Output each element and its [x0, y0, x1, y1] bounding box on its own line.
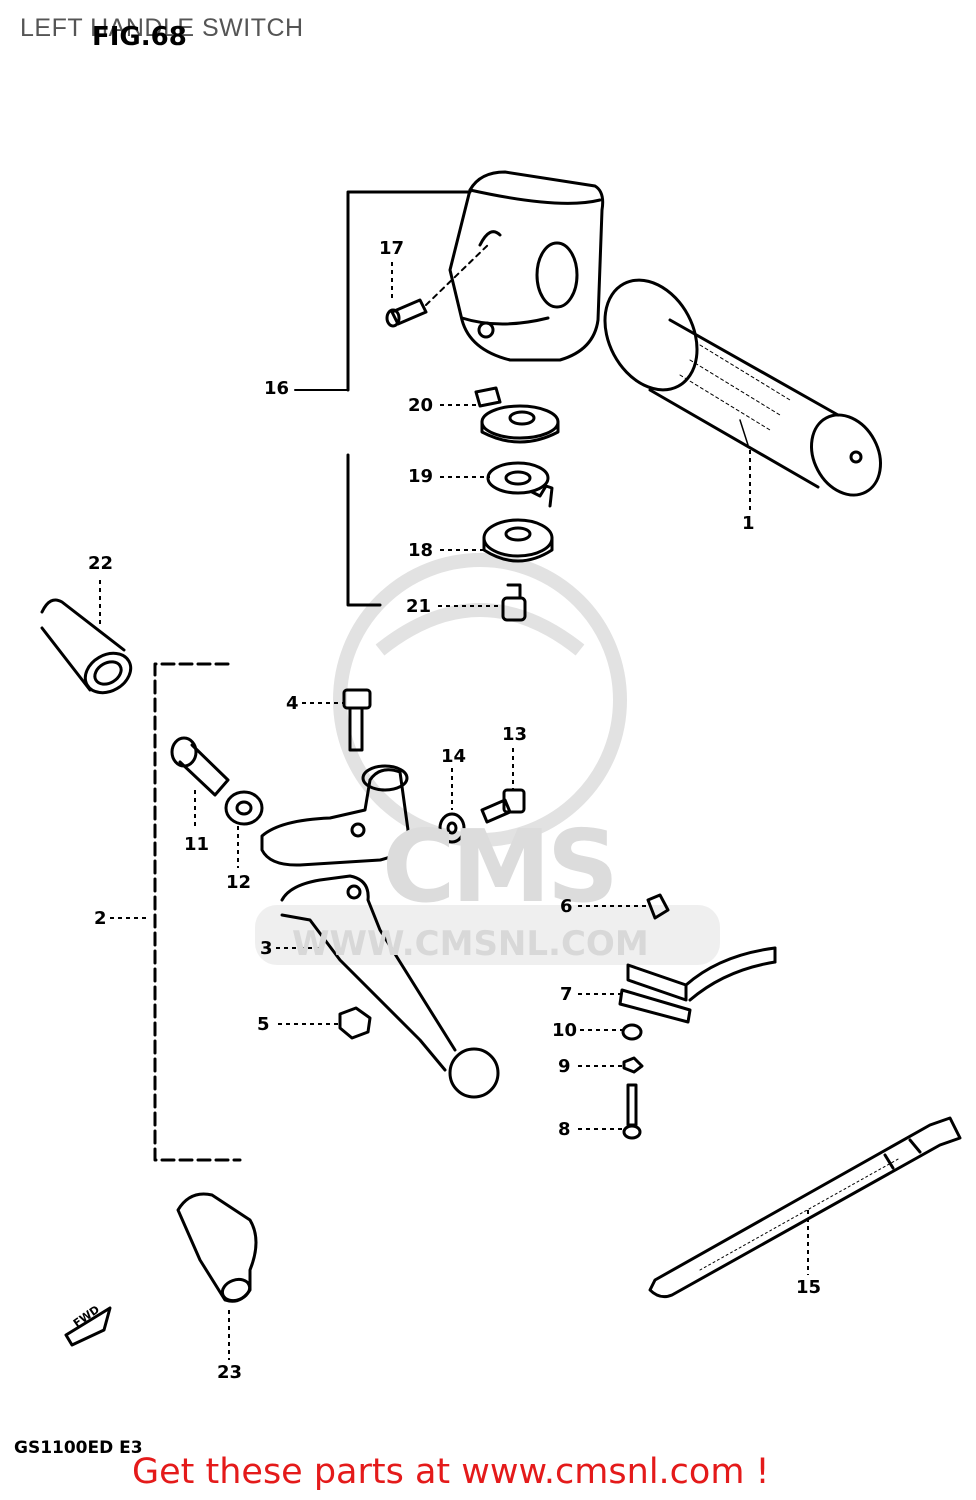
switch-housing — [448, 170, 605, 362]
watermark-graphic — [255, 553, 720, 965]
callout-21: 21 — [406, 596, 432, 617]
part-7 — [618, 946, 777, 1024]
bracket-2 — [153, 662, 242, 1162]
callout-8: 8 — [558, 1119, 571, 1140]
callout-14: 14 — [441, 746, 467, 767]
page-title: LEFT HANDLE SWITCH — [20, 14, 304, 42]
grip — [603, 278, 882, 497]
callout-20: 20 — [408, 395, 434, 416]
watermark-logo: CMS — [382, 808, 619, 925]
part-8 — [622, 1083, 642, 1140]
nut-12 — [224, 790, 264, 826]
bolt-4 — [342, 688, 372, 752]
screw-17 — [385, 242, 491, 328]
footer-link[interactable]: Get these parts at www.cmsnl.com ! — [132, 1452, 770, 1492]
washer-14 — [438, 812, 466, 844]
callout-2: 2 — [94, 908, 107, 929]
figure-label: FIG.68 — [92, 22, 187, 52]
boot-22 — [40, 598, 133, 695]
callout-6: 6 — [560, 896, 573, 917]
part-10 — [621, 1023, 643, 1041]
callout-4: 4 — [286, 693, 299, 714]
forward-arrow-icon — [64, 1306, 112, 1347]
lever-holder — [260, 764, 410, 867]
watermark-url: WWW.CMSNL.COM — [292, 924, 649, 964]
callout-3: 3 — [260, 938, 273, 959]
callout-11: 11 — [184, 834, 210, 855]
callout-16: 16 — [264, 378, 290, 399]
part-19 — [486, 461, 554, 508]
nut-5 — [338, 1006, 372, 1040]
model-code: GS1100ED E3 — [14, 1438, 143, 1458]
callout-7: 7 — [560, 984, 573, 1005]
callout-13: 13 — [502, 724, 528, 745]
callout-17: 17 — [379, 238, 405, 259]
callout-15: 15 — [796, 1277, 822, 1298]
part-20 — [474, 386, 560, 444]
callout-1: 1 — [742, 513, 755, 534]
bolt-11 — [170, 736, 230, 797]
part-18 — [482, 518, 554, 563]
callout-9: 9 — [558, 1056, 571, 1077]
part-6 — [646, 893, 670, 920]
cover-23 — [176, 1192, 258, 1303]
callout-5: 5 — [257, 1014, 270, 1035]
part-21 — [501, 583, 527, 622]
part-9 — [622, 1056, 644, 1074]
callout-12: 12 — [226, 872, 252, 893]
bracket-16 — [294, 190, 472, 607]
strap-15 — [648, 1116, 962, 1299]
lever-3 — [280, 874, 500, 1099]
callout-19: 19 — [408, 466, 434, 487]
callout-23: 23 — [217, 1362, 243, 1383]
leader-lines — [99, 262, 809, 1360]
callout-18: 18 — [408, 540, 434, 561]
callout-22: 22 — [88, 553, 114, 574]
callout-10: 10 — [552, 1020, 578, 1041]
